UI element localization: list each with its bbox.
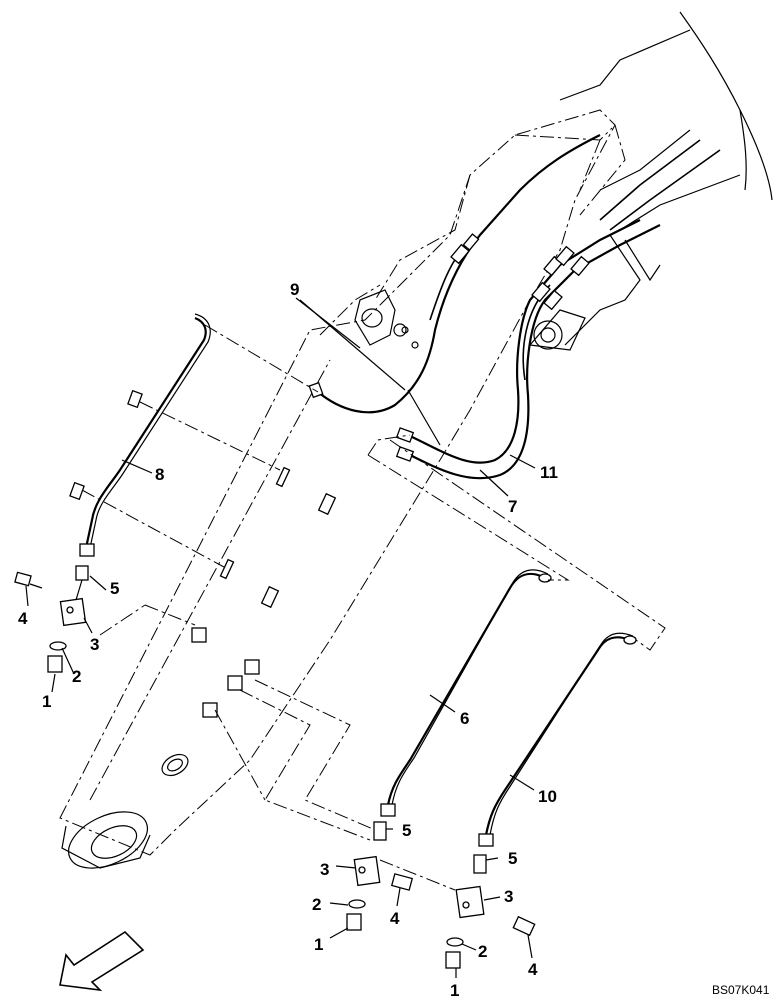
callout-5-right: 5 bbox=[508, 849, 517, 868]
callout-5-left: 5 bbox=[110, 579, 119, 598]
callout-4-left: 4 bbox=[18, 609, 28, 628]
arm-clamps bbox=[69, 389, 337, 718]
callout-8: 8 bbox=[155, 465, 164, 484]
callout-4-right: 4 bbox=[528, 960, 538, 979]
callout-3-middle: 3 bbox=[320, 860, 329, 879]
callout-2-right: 2 bbox=[478, 942, 487, 961]
drawing-code: BS07K041 bbox=[712, 983, 770, 997]
callout-4-middle: 4 bbox=[390, 909, 400, 928]
callout-3-left: 3 bbox=[90, 635, 99, 654]
arm-outline bbox=[59, 109, 626, 856]
callout-9: 9 bbox=[290, 280, 299, 299]
callout-1-right: 1 bbox=[450, 981, 459, 1000]
callout-2-left: 2 bbox=[72, 667, 81, 686]
fitting-set-left bbox=[14, 565, 89, 673]
callout-7: 7 bbox=[508, 497, 517, 516]
hose-9 bbox=[308, 134, 601, 414]
boom-foot-bracket bbox=[354, 289, 586, 351]
pipe-10 bbox=[478, 632, 637, 847]
callout-labels: 9 11 7 8 5 4 3 2 1 6 10 5 3 2 4 1 5 3 2 … bbox=[18, 280, 558, 1000]
callout-2-middle: 2 bbox=[312, 895, 321, 914]
leader-lines bbox=[25, 297, 536, 978]
callout-5-middle: 5 bbox=[402, 821, 411, 840]
arm-end-bushing bbox=[61, 753, 189, 869]
fitting-set-right bbox=[445, 854, 536, 969]
hoses-7-11 bbox=[395, 139, 721, 480]
callout-1-middle: 1 bbox=[314, 935, 323, 954]
phantom-leaders bbox=[81, 324, 666, 891]
callout-1-left: 1 bbox=[42, 692, 51, 711]
pipe-6 bbox=[380, 569, 552, 817]
fitting-set-middle bbox=[346, 821, 414, 931]
callout-11: 11 bbox=[540, 463, 558, 482]
callout-6: 6 bbox=[460, 709, 469, 728]
direction-arrow-icon bbox=[59, 930, 145, 992]
callout-3-right: 3 bbox=[504, 887, 513, 906]
callout-10: 10 bbox=[538, 787, 557, 806]
boom-upper bbox=[559, 11, 773, 346]
pipe-8 bbox=[79, 313, 211, 557]
